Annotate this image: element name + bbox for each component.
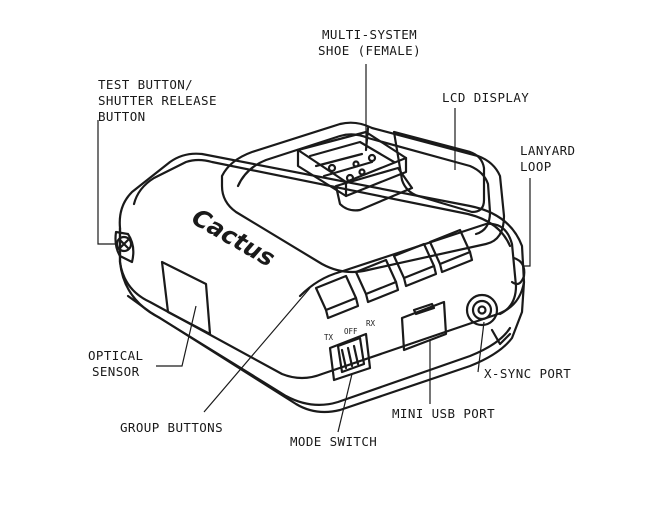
- label-mini-usb-port: MINI USB PORT: [392, 406, 495, 422]
- label-line: GROUP BUTTONS: [120, 420, 224, 435]
- x-sync-port-shape: [465, 293, 512, 346]
- label-x-sync-port: X-SYNC PORT: [484, 366, 571, 382]
- label-group-buttons: GROUP BUTTONS: [120, 420, 223, 436]
- label-line: SHOE (FEMALE): [318, 43, 422, 58]
- label-optical-sensor: OPTICAL SENSOR: [88, 348, 143, 380]
- label-line: MODE SWITCH: [290, 434, 378, 449]
- hot-shoe: [296, 126, 414, 212]
- label-line: LCD DISPLAY: [442, 90, 530, 105]
- lanyard-loop: [510, 256, 526, 286]
- label-line: SENSOR: [91, 364, 140, 379]
- label-mode-switch: MODE SWITCH: [290, 434, 377, 450]
- label-line: LOOP: [520, 159, 552, 174]
- mode-switch-shape: [328, 332, 372, 382]
- mini-usb-shape: [400, 300, 448, 352]
- group-buttons-shape: [314, 228, 474, 320]
- label-line: MULTI-SYSTEM: [321, 27, 418, 42]
- label-line: MINI USB PORT: [392, 406, 496, 421]
- label-line: SHUTTER RELEASE: [98, 93, 217, 108]
- label-line: BUTTON: [98, 109, 146, 124]
- switch-legend: TX OFF RX: [324, 319, 376, 342]
- leader-lines: [97, 64, 531, 433]
- label-line: OPTICAL: [88, 348, 144, 363]
- label-lcd-display: LCD DISPLAY: [442, 90, 529, 106]
- label-line: LANYARD: [520, 143, 576, 158]
- device-body: [118, 152, 526, 380]
- label-line: TEST BUTTON/: [98, 77, 194, 92]
- switch-position-label: OFF: [344, 327, 358, 336]
- label-test-button: TEST BUTTON/ SHUTTER RELEASE BUTTON: [98, 77, 217, 125]
- label-lanyard-loop: LANYARD LOOP: [520, 143, 575, 175]
- optical-sensor: [160, 260, 212, 336]
- label-multi-system-shoe: MULTI-SYSTEM SHOE (FEMALE): [318, 27, 421, 59]
- top-platform: [220, 121, 506, 274]
- switch-position-label: TX: [324, 333, 334, 342]
- test-button: [114, 230, 135, 264]
- device-base: [118, 226, 526, 414]
- switch-position-label: RX: [366, 319, 376, 328]
- brand-logo: Cactus: [187, 203, 280, 273]
- label-line: X-SYNC PORT: [484, 366, 572, 381]
